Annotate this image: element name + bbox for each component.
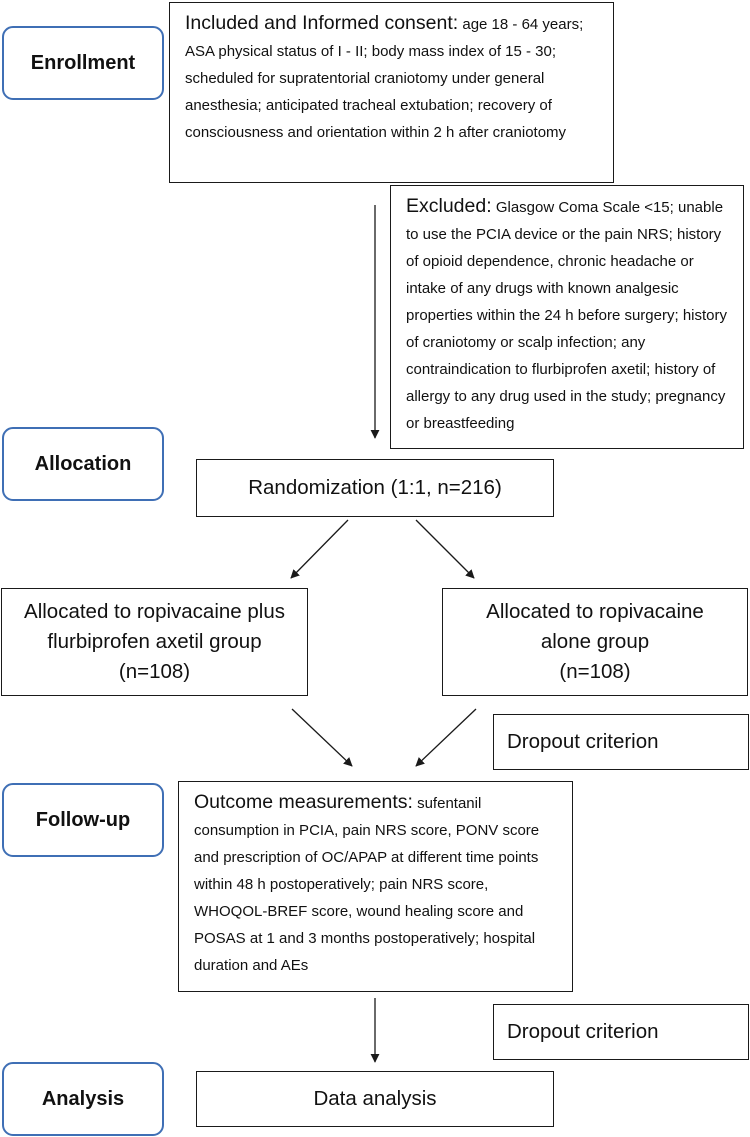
stage-allocation-label: Allocation (34, 452, 132, 475)
dropout-box-2: Dropout criterion (493, 1004, 749, 1060)
dropout-box-1: Dropout criterion (493, 714, 749, 770)
group-a-n: (n=108) (118, 660, 191, 683)
arrow-group-b-to-outcome (415, 708, 477, 767)
group-a-name: Allocated to ropivacaine plus flurbiprof… (24, 600, 285, 653)
randomization-label: Randomization (1:1, n=216) (248, 476, 502, 499)
outcome-text: sufentanil consumption in PCIA, pain NRS… (194, 795, 540, 974)
inclusion-lead: Included and Informed consent: (185, 12, 459, 34)
group-b-box: Allocated to ropivacaine alone group (n=… (442, 588, 748, 696)
dropout-label-2: Dropout criterion (507, 1020, 659, 1043)
arrow-randomization-to-group-b (415, 519, 475, 579)
exclusion-box: Excluded: Glasgow Coma Scale <15; unable… (390, 185, 744, 449)
data-analysis-label: Data analysis (313, 1087, 437, 1110)
outcome-lead: Outcome measurements: (194, 791, 413, 813)
arrow-randomization-to-group-a (290, 519, 349, 579)
data-analysis-box: Data analysis (196, 1071, 554, 1127)
stage-enrollment-label: Enrollment (30, 51, 136, 74)
inclusion-text: age 18 - 64 years; ASA physical status o… (185, 16, 584, 141)
outcome-box: Outcome measurements: sufentanil consump… (178, 781, 573, 992)
dropout-label-1: Dropout criterion (507, 730, 659, 753)
group-b-name: Allocated to ropivacaine alone group (486, 600, 704, 653)
arrow-group-a-to-outcome (291, 708, 353, 767)
inclusion-box: Included and Informed consent: age 18 - … (169, 2, 614, 183)
exclusion-lead: Excluded: (406, 195, 492, 217)
group-b-n: (n=108) (559, 660, 631, 683)
stage-allocation: Allocation (2, 427, 164, 501)
stage-analysis: Analysis (2, 1062, 164, 1136)
randomization-box: Randomization (1:1, n=216) (196, 459, 554, 517)
stage-followup: Follow-up (2, 783, 164, 857)
group-a-box: Allocated to ropivacaine plus flurbiprof… (1, 588, 308, 696)
stage-enrollment: Enrollment (2, 26, 164, 100)
stage-analysis-label: Analysis (41, 1087, 125, 1110)
stage-followup-label: Follow-up (35, 808, 131, 831)
exclusion-text: Glasgow Coma Scale <15; unable to use th… (406, 199, 727, 432)
